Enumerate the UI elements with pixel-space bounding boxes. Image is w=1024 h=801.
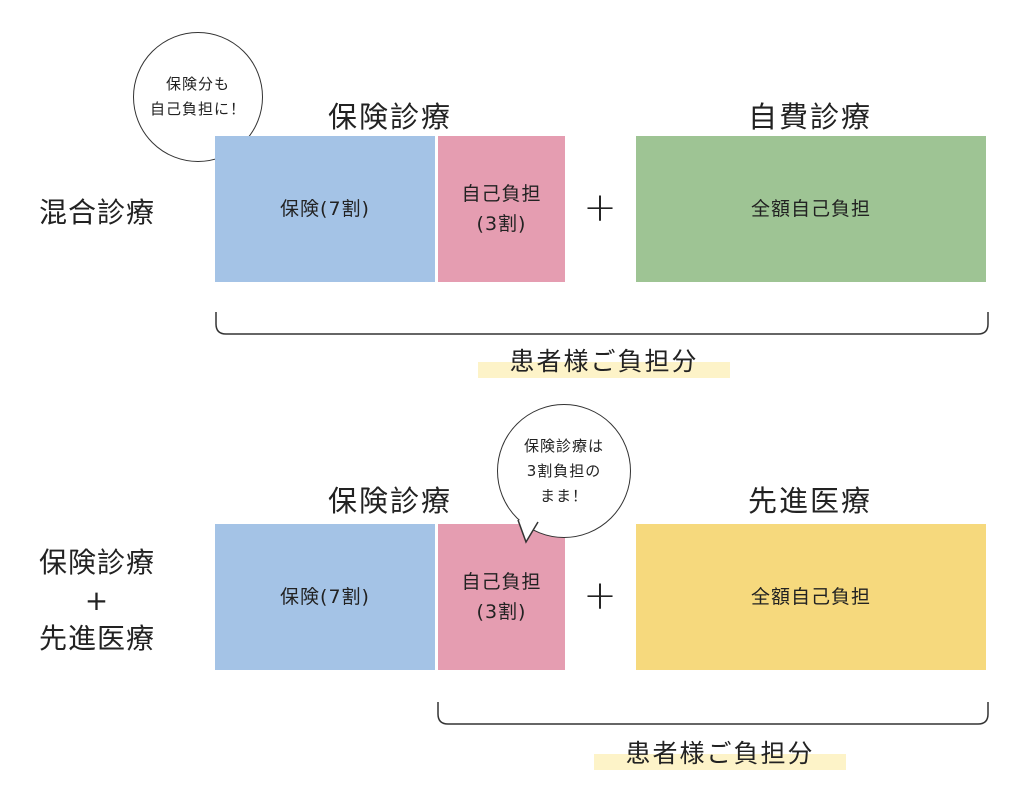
bracket-total: [437, 702, 989, 725]
box-insurance-70: 保険(7割): [215, 524, 435, 670]
header-advanced-treatment: 先進医療: [747, 484, 872, 518]
row-label-insurance-advanced: 保険診療 + 先進医療: [38, 546, 155, 655]
plus-sign: +: [583, 185, 617, 231]
box-full-self-pay: 全額自己負担: [636, 136, 986, 282]
plus-sign: +: [583, 573, 617, 619]
box-insurance-70: 保険(7割): [215, 136, 435, 282]
box-copay-30: 自己負担 (3割): [438, 524, 565, 670]
header-self-funded-treatment: 自費診療: [747, 100, 872, 134]
row-label-mixed: 混合診療: [38, 196, 155, 229]
bracket-total: [215, 312, 989, 335]
header-insurance-treatment: 保険診療: [327, 484, 452, 518]
box-copay-30: 自己負担 (3割): [438, 136, 565, 282]
patient-share-label: 患者様ご負担分: [478, 342, 730, 378]
speech-bubble-note: 保険診療は 3割負担の まま！: [497, 404, 631, 538]
speech-bubble-tail: [517, 519, 539, 544]
box-full-self-pay: 全額自己負担: [636, 524, 986, 670]
patient-share-label: 患者様ご負担分: [594, 734, 846, 770]
header-insurance-treatment: 保険診療: [327, 100, 452, 134]
